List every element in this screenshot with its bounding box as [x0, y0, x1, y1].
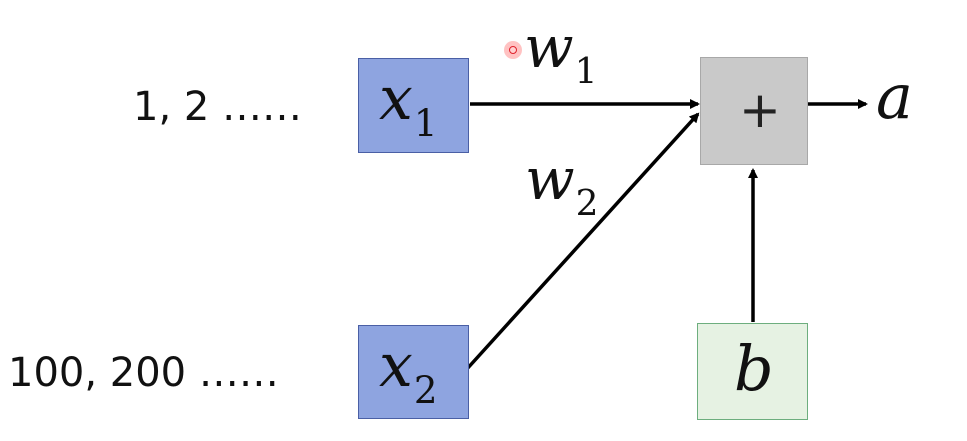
input-x1-node: x1: [358, 58, 469, 153]
input-x2-subscript: 2: [413, 367, 438, 412]
weight-w1-subscript: 1: [574, 51, 598, 93]
weight-w2-label: w2: [525, 145, 599, 225]
input-x1-symbol: x1: [379, 64, 438, 145]
input-x2-node: x2: [358, 325, 469, 419]
input-x1-subscript: 1: [413, 100, 438, 145]
input-1-range-label: 1, 2 ……: [133, 84, 303, 130]
arrow-x2-to-sum: [464, 112, 700, 372]
weight-w2-subscript: 2: [575, 183, 599, 225]
bias-node: b: [697, 323, 808, 420]
pointer-dot-icon: [504, 41, 522, 59]
bias-b-symbol: b: [734, 332, 774, 405]
plus-symbol: +: [739, 81, 781, 139]
weight-w1-label: w1: [524, 13, 598, 93]
input-2-range-label: 100, 200 ……: [8, 350, 279, 396]
sum-node: +: [700, 57, 808, 165]
output-a-label: a: [876, 60, 913, 133]
input-x2-symbol: x2: [379, 331, 438, 412]
